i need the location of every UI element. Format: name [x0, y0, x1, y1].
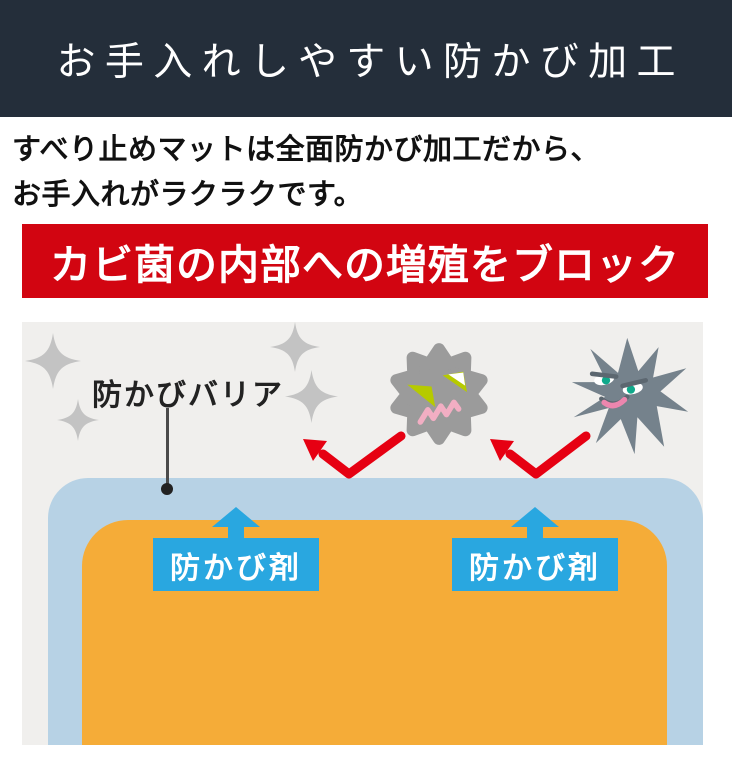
mold-block-diagram: 防かびバリア 防かび剤 防かび剤 [22, 322, 703, 745]
header-banner: お手入れしやすい防かび加工 [0, 0, 732, 117]
sparkle-icon [270, 322, 320, 372]
mold-germ-spiky-icon [571, 337, 689, 455]
red-headline-banner: カビ菌の内部への増殖をブロック [22, 224, 708, 298]
intro-line-1: すべり止めマットは全面防かび加工だから、 [12, 134, 600, 166]
deflect-arrow-icon [303, 431, 406, 479]
mold-germ-round-icon [390, 343, 488, 445]
barrier-pointer-line [166, 408, 169, 486]
up-arrow-icon [511, 507, 559, 539]
up-arrow-icon [212, 507, 260, 539]
agent-label-left: 防かび剤 [170, 551, 302, 585]
page-title: お手入れしやすい防かび加工 [56, 40, 685, 84]
sparkle-icon [285, 370, 338, 423]
agent-label-right: 防かび剤 [469, 551, 601, 585]
sparkle-icon [25, 333, 81, 389]
sparkle-icon [57, 399, 99, 441]
barrier-label: 防かびバリア [92, 379, 284, 412]
intro-line-2: お手入れがラクラクです。 [12, 179, 364, 211]
agent-label-box-left: 防かび剤 [153, 538, 319, 591]
red-headline-label: カビ菌の内部への増殖をブロック [50, 242, 680, 288]
agent-label-box-right: 防かび剤 [452, 538, 618, 591]
barrier-pointer-dot [161, 483, 173, 495]
intro-text: すべり止めマットは全面防かび加工だから、 お手入れがラクラクです。 [12, 128, 600, 218]
deflect-arrow-icon [490, 431, 591, 479]
